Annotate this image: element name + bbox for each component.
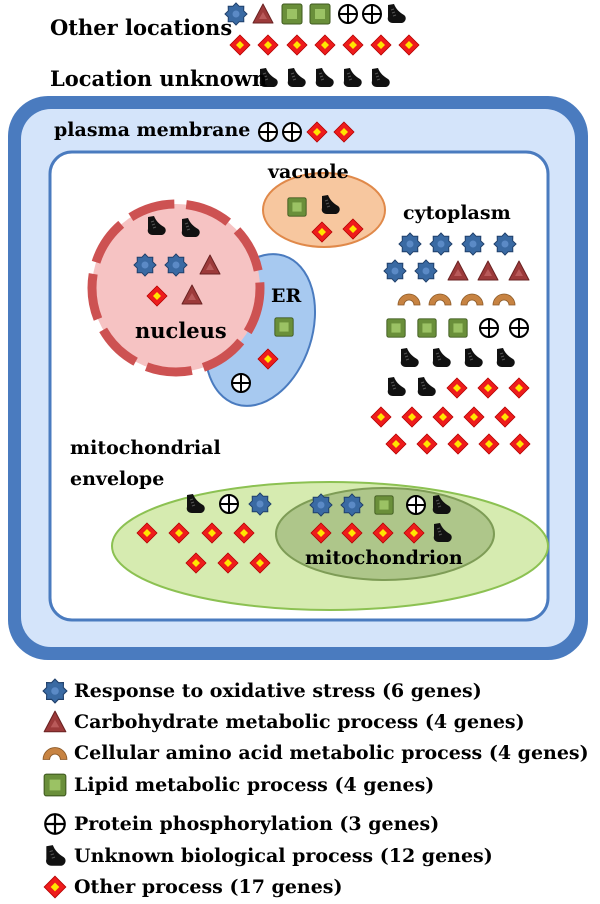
diamond-icon <box>342 34 364 56</box>
legend-label: Carbohydrate metabolic process (4 genes) <box>74 711 525 733</box>
legend-item-phosphorylation: Protein phosphorylation (3 genes) <box>42 810 439 838</box>
legend-item-amino-acid: Cellular amino acid metabolic process (4… <box>42 739 589 767</box>
square-icon <box>287 197 307 217</box>
diamond-icon <box>370 34 392 56</box>
legend-label: Other process (17 genes) <box>74 876 343 898</box>
circle-plus-icon <box>219 494 239 514</box>
nucleus-border <box>87 199 265 377</box>
square-icon <box>417 318 437 338</box>
shoe-icon <box>371 67 391 88</box>
legend-label: Lipid metabolic process (4 genes) <box>74 774 435 796</box>
diamond-icon <box>257 34 279 56</box>
star-icon <box>133 253 157 277</box>
circle-plus-icon <box>509 318 529 338</box>
square-icon <box>274 317 294 337</box>
legend-label: Cellular amino acid metabolic process (4… <box>74 742 589 764</box>
diamond-icon <box>398 34 420 56</box>
vacuole-label: vacuole <box>268 161 349 183</box>
legend-label: Unknown biological process (12 genes) <box>74 845 493 867</box>
shoe-icon <box>45 844 67 867</box>
circle-plus-icon <box>479 318 499 338</box>
square-icon <box>309 3 331 25</box>
cytoplasm-label: cytoplasm <box>403 202 511 224</box>
circle-plus-icon <box>362 4 382 24</box>
shoe-icon <box>343 67 363 88</box>
location-unknown-label: Location unknown <box>50 66 268 91</box>
star-icon <box>461 232 485 256</box>
triangle-icon <box>43 710 67 733</box>
circle-plus-icon <box>282 122 302 142</box>
square-icon <box>448 318 468 338</box>
star-icon <box>383 259 407 283</box>
nucleus-membrane <box>92 204 260 372</box>
circle-plus-icon <box>231 373 251 393</box>
star-icon <box>340 493 364 517</box>
arc-icon <box>42 747 68 760</box>
diamond-icon <box>43 875 67 899</box>
legend-label: Protein phosphorylation (3 genes) <box>74 813 440 835</box>
star-icon <box>164 253 188 277</box>
shoe-icon <box>287 67 307 88</box>
star-icon <box>493 232 517 256</box>
diamond-icon <box>229 34 251 56</box>
shoe-icon <box>315 67 335 88</box>
er-label: ER <box>271 285 302 307</box>
square-icon <box>386 318 406 338</box>
star-icon <box>429 232 453 256</box>
diamond-icon <box>314 34 336 56</box>
star-icon <box>414 259 438 283</box>
circle-plus-icon <box>258 122 278 142</box>
star-icon <box>42 678 68 704</box>
triangle-icon <box>252 3 274 24</box>
other-locations-label: Other locations <box>50 15 233 40</box>
legend-item-unknown: Unknown biological process (12 genes) <box>42 842 493 870</box>
legend-label: Response to oxidative stress (6 genes) <box>74 680 482 702</box>
legend-item-carbohydrate: Carbohydrate metabolic process (4 genes) <box>42 708 525 736</box>
circle-plus-icon <box>406 495 426 515</box>
circle-plus-icon <box>338 4 358 24</box>
star-icon <box>309 493 333 517</box>
mitochondrion-label: mitochondrion <box>305 547 463 569</box>
legend-item-other: Other process (17 genes) <box>42 873 343 901</box>
circle-plus-icon <box>44 813 66 835</box>
star-icon <box>248 492 272 516</box>
diamond-icon <box>286 34 308 56</box>
square-icon <box>43 773 67 797</box>
shoe-icon <box>387 3 407 24</box>
legend-item-oxidative-stress: Response to oxidative stress (6 genes) <box>42 677 482 705</box>
star-icon <box>398 232 422 256</box>
plasma-membrane-label: plasma membrane <box>54 119 251 141</box>
square-icon <box>374 495 394 515</box>
mito-envelope-label-2: envelope <box>70 468 165 490</box>
legend-item-lipid: Lipid metabolic process (4 genes) <box>42 771 434 799</box>
square-icon <box>281 3 303 25</box>
nucleus-label: nucleus <box>135 318 227 343</box>
mito-envelope-label-1: mitochondrial <box>70 437 221 459</box>
